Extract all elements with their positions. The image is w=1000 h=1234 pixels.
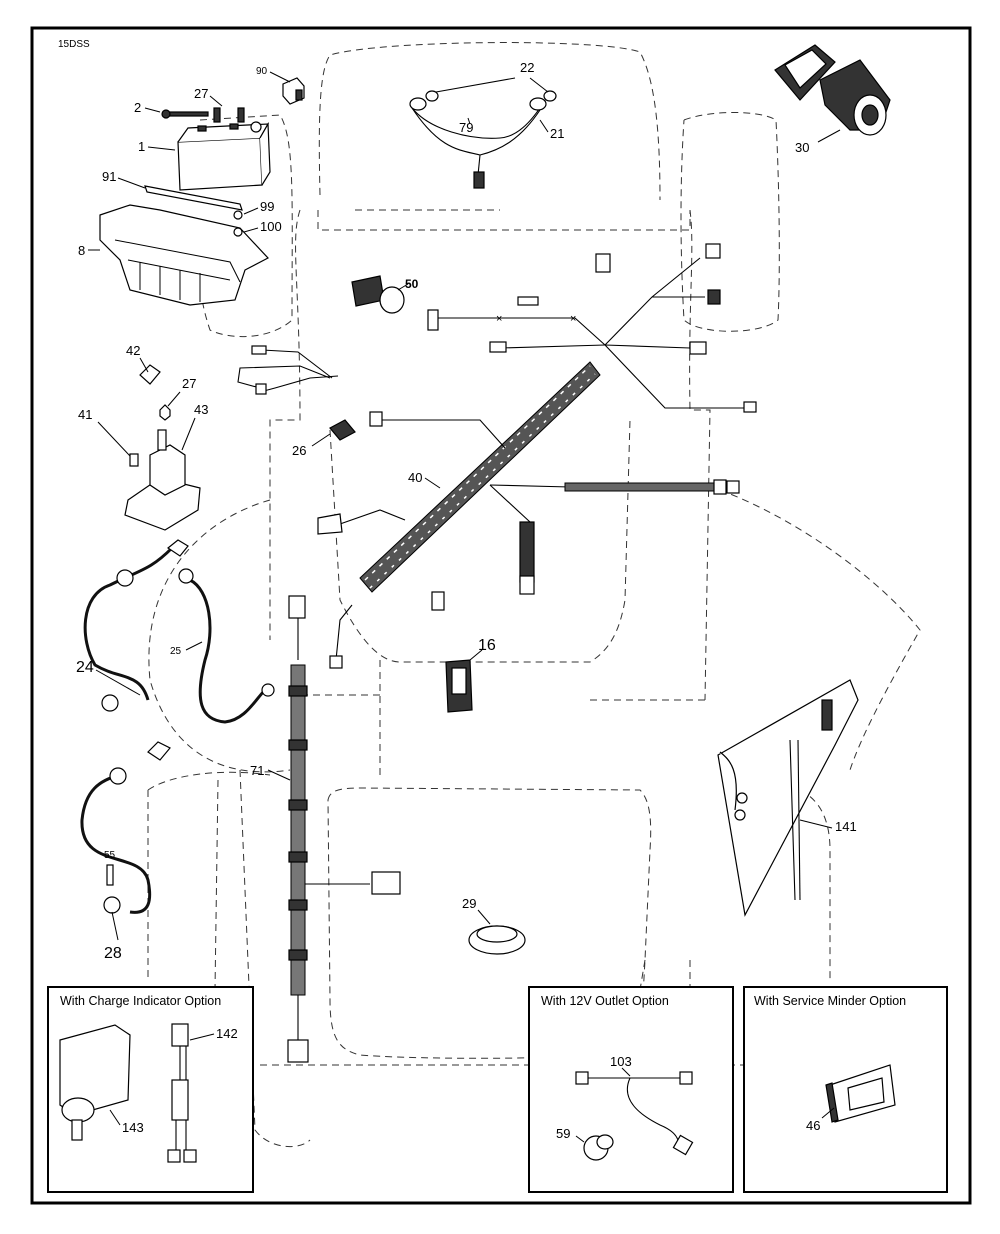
svg-text:28: 28 xyxy=(104,945,122,962)
fuse-26: 26 xyxy=(292,419,356,458)
diagram-frame xyxy=(30,26,972,1205)
svg-text:27: 27 xyxy=(182,376,196,391)
battery: 1 xyxy=(138,121,271,191)
svg-text:46: 46 xyxy=(806,1118,820,1133)
svg-text:26: 26 xyxy=(292,443,306,458)
svg-text:With 12V Outlet Option: With 12V Outlet Option xyxy=(541,994,669,1008)
svg-text:25: 25 xyxy=(170,646,182,657)
svg-text:2: 2 xyxy=(134,100,141,115)
svg-text:55: 55 xyxy=(104,850,116,861)
svg-text:×: × xyxy=(570,313,576,325)
charge-indicator-option-box: With Charge Indicator Option 143 142 xyxy=(47,986,254,1193)
svg-text:With Charge Indicator Option: With Charge Indicator Option xyxy=(60,994,221,1008)
part-90: 90 xyxy=(256,66,305,105)
svg-text:143: 143 xyxy=(122,1120,144,1135)
svg-text:30: 30 xyxy=(795,140,809,155)
svg-text:59: 59 xyxy=(556,1126,570,1141)
battery-bolts: 2 27 xyxy=(134,86,245,123)
main-harness: 40 × × xyxy=(237,243,757,669)
outlet-12v-option-box: With 12V Outlet Option 103 59 xyxy=(528,986,734,1193)
service-minder-option-box: With Service Minder Option 46 xyxy=(743,986,948,1193)
svg-text:×: × xyxy=(496,313,502,325)
solenoid-group: 42 27 41 43 xyxy=(78,343,208,531)
svg-text:100: 100 xyxy=(260,219,282,234)
svg-text:43: 43 xyxy=(194,402,208,417)
svg-text:21: 21 xyxy=(550,126,564,141)
battery-strap: 91 xyxy=(102,169,243,211)
svg-text:91: 91 xyxy=(102,169,116,184)
svg-text:71: 71 xyxy=(250,763,264,778)
svg-text:50: 50 xyxy=(405,277,419,291)
switch-16: 16 xyxy=(445,637,496,713)
svg-text:79: 79 xyxy=(459,120,473,135)
svg-text:90: 90 xyxy=(256,66,268,77)
battery-tray: 8 99 100 xyxy=(78,199,282,306)
svg-text:16: 16 xyxy=(478,637,496,654)
svg-text:142: 142 xyxy=(216,1026,238,1041)
svg-text:27: 27 xyxy=(194,86,208,101)
battery-cables: 24 25 28 55 xyxy=(76,539,275,962)
seat-switch: 29 xyxy=(462,896,526,955)
svg-text:41: 41 xyxy=(78,407,92,422)
light-harness: 22 79 21 xyxy=(409,60,564,189)
svg-text:With Service Minder Option: With Service Minder Option xyxy=(754,994,906,1008)
ignition-switch: 30 xyxy=(774,44,891,155)
svg-text:40: 40 xyxy=(408,470,422,485)
svg-text:1: 1 xyxy=(138,139,145,154)
bracket-141: 141 xyxy=(717,679,859,917)
svg-text:22: 22 xyxy=(520,60,534,75)
drawing-code: 15DSS xyxy=(58,39,90,50)
svg-text:8: 8 xyxy=(78,243,85,258)
svg-text:99: 99 xyxy=(260,199,274,214)
svg-text:42: 42 xyxy=(126,343,140,358)
svg-text:24: 24 xyxy=(76,659,94,676)
svg-text:141: 141 xyxy=(835,819,857,834)
harness-71: 71 xyxy=(250,595,401,1063)
svg-text:29: 29 xyxy=(462,896,476,911)
svg-text:103: 103 xyxy=(610,1054,632,1069)
switch-50: 50 xyxy=(351,275,419,314)
